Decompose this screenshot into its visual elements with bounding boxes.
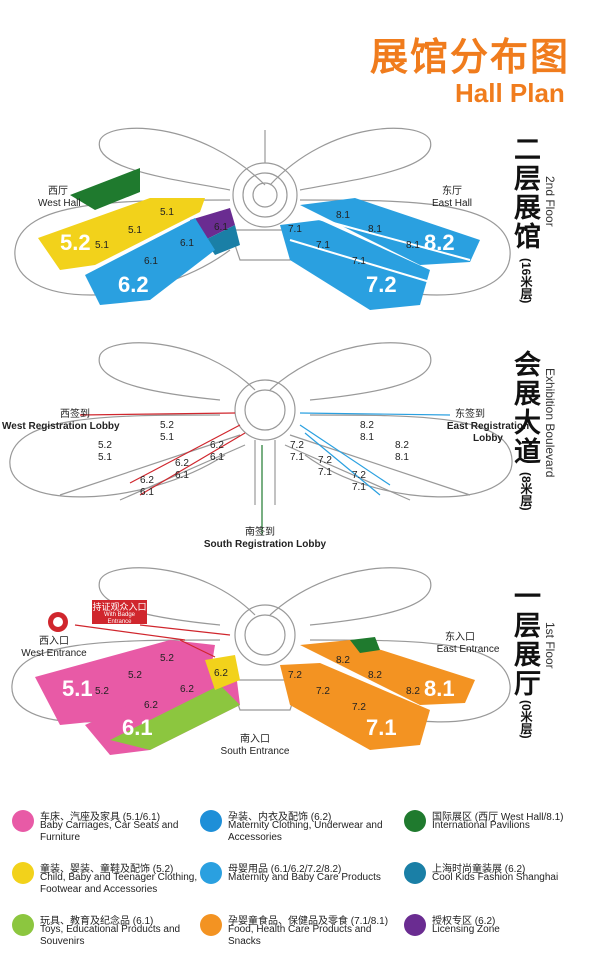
stroller-icon [12,810,34,832]
blvd-height: (8米层) [519,472,533,511]
tag-2f-3: 5.1 [95,240,109,251]
blvd-east-tag-5: 7.2 7.1 [352,470,366,493]
east-lobby-cn: 东签到 [455,409,485,420]
badge-entrance-en: With Badge Entrance [103,612,136,625]
tag-2f-1: 5.1 [160,207,174,218]
west-lobby-cn: 西签到 [60,409,90,420]
east-lobby-en: East Registration Lobby [446,421,530,444]
west-entrance-cn: 西入口 [39,636,69,647]
toys-icon [12,914,34,936]
blvd-west-tag-2: 5.2 5.1 [160,420,174,443]
blvd-east-tag-3: 7.2 7.1 [290,440,304,463]
tag-2f-11: 7.1 [316,240,330,251]
tag-2f-10: 7.1 [288,224,302,235]
tag-2f-8: 8.1 [368,224,382,235]
cf-logo-icon [404,862,426,884]
floor2-height: (16米层) [519,258,533,304]
hall-8-1-area [300,640,475,705]
tag-1f-12: 7.2 [352,702,366,713]
tag-2f-5: 6.1 [214,222,228,233]
floor1-height: (0米层) [519,700,533,739]
blvd-west-tag-3: 6.2 6.1 [210,440,224,463]
hall-7-2-area [280,220,430,310]
second-floor-map [14,127,511,310]
tag-1f-11: 7.2 [316,686,330,697]
blvd-en: Exhibition Boulevard [543,368,557,478]
east-entrance-en: East Entrance [436,644,500,655]
baby-care-icon [200,862,222,884]
tag-2f-12: 7.1 [352,256,366,267]
food-icon [200,914,222,936]
tag-1f-10: 7.2 [288,670,302,681]
hall-label-5-2: 5.2 [60,230,91,255]
blvd-east-tag-1: 8.2 8.1 [360,420,374,443]
first-floor-map [11,567,511,755]
tag-1f-2: 5.2 [128,670,142,681]
east-hall-cn: 东厅 [442,186,462,197]
floor2-en: 2nd Floor [543,176,557,227]
tag-1f-9: 8.2 [406,686,420,697]
hall-5-1-area [35,640,215,725]
blvd-east-tag-2: 8.2 8.1 [395,440,409,463]
west-lobby-en: West Registration Lobby [2,421,120,432]
hall-label-6-1: 6.1 [122,715,153,740]
page-title-cn: 展馆分布图 [370,37,571,79]
hall-label-8-1: 8.1 [424,676,455,701]
badge-entrance-cn: 持证观众入口 [92,602,147,612]
east-hall-en: East Hall [432,198,473,209]
south-lobby-cn: 南签到 [245,527,275,538]
south-entrance-cn: 南入口 [240,734,270,745]
page-title-en: Hall Plan [455,78,565,108]
tag-2f-4: 6.1 [180,238,194,249]
hall-label-6-2: 6.2 [118,272,149,297]
hall-7-1-area [280,663,430,750]
tag-1f-4: 6.2 [214,668,228,679]
blvd-west-tag-1: 5.2 5.1 [98,440,112,463]
tag-1f-6: 6.2 [144,700,158,711]
blvd-east-tag-4: 7.2 7.1 [318,455,332,478]
hall-label-8-2: 8.2 [424,230,455,255]
hall-label-7-1: 7.1 [366,715,397,740]
licensing-icon [404,914,426,936]
tag-1f-5: 6.2 [180,684,194,695]
tag-2f-2: 5.1 [128,225,142,236]
east-entrance-cn: 东入口 [445,632,475,643]
west-hall-cn: 西厅 [48,186,68,197]
tag-1f-8: 8.2 [368,670,382,681]
child-clothing-icon [12,862,34,884]
floor2-cn: 二层展馆 [510,135,540,251]
blvd-cn: 会展大道 [510,350,540,466]
west-hall-en: West Hall [38,198,81,209]
blvd-west-tag-5: 6.2 6.1 [140,475,154,498]
blvd-west-tag-4: 6.2 6.1 [175,458,189,481]
boulevard-map [9,342,513,535]
hall-6-1-area [85,665,240,755]
maternity-icon [200,810,222,832]
tag-2f-7: 8.1 [336,210,350,221]
hall-label-5-1: 5.1 [62,676,93,701]
south-entrance-en: South Entrance [220,746,290,757]
hall-6-2-area [85,218,215,305]
hall-5-2-area [38,198,205,270]
hall-label-7-2: 7.2 [366,272,397,297]
west-entrance-en: West Entrance [21,648,87,659]
floor1-en: 1st Floor [543,622,557,669]
floor1-cn: 一层展厅 [510,582,540,698]
tag-1f-7: 8.2 [336,655,350,666]
tag-2f-6: 6.1 [144,256,158,267]
south-lobby-en: South Registration Lobby [203,539,327,550]
west-hall-green [70,168,140,210]
hall-8-2-area [300,198,480,265]
tag-2f-9: 8.1 [406,240,420,251]
tag-1f-1: 5.2 [160,653,174,664]
globe-icon [404,810,426,832]
tag-1f-3: 5.2 [95,686,109,697]
